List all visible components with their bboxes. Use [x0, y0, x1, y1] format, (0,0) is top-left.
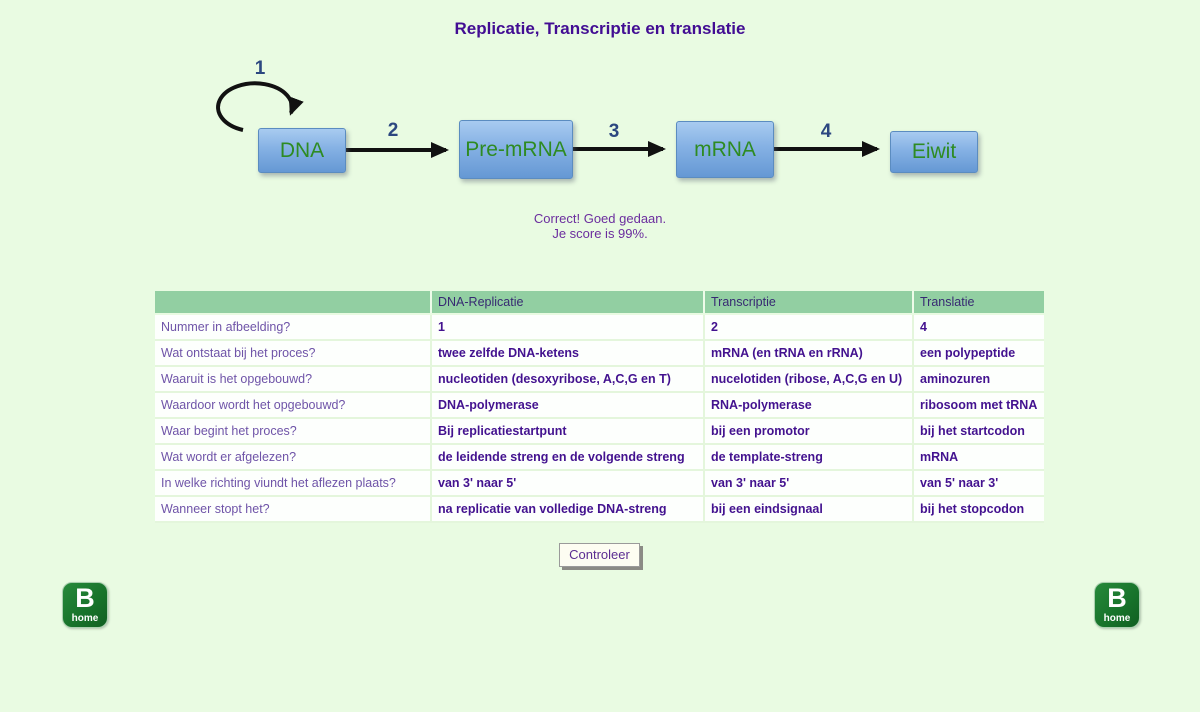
table-row: In welke richting viundt het aflezen pla…: [155, 470, 1044, 497]
question-cell: Wat wordt er afgelezen?: [155, 444, 431, 471]
question-cell: In welke richting viundt het aflezen pla…: [155, 470, 431, 497]
check-button[interactable]: Controleer: [559, 543, 640, 567]
header-translatie: Translatie: [912, 291, 1044, 315]
question-cell: Waaruit is het opgebouwd?: [155, 366, 431, 393]
answer-cell[interactable]: nucelotiden (ribose, A,C,G en U): [703, 366, 913, 393]
home-logo-letter: B: [75, 583, 95, 613]
home-logo-letter: B: [1107, 583, 1127, 613]
node-dna: DNA: [258, 128, 346, 173]
question-cell: Nummer in afbeelding?: [155, 314, 431, 341]
table-row: Waar begint het proces? Bij replicatiest…: [155, 418, 1044, 445]
answer-cell[interactable]: RNA-polymerase: [703, 392, 913, 419]
node-mrna: mRNA: [676, 121, 774, 178]
answer-cell[interactable]: mRNA: [912, 444, 1044, 471]
question-cell: Wat ontstaat bij het proces?: [155, 340, 431, 367]
home-logo-text: home: [71, 613, 99, 624]
answer-cell[interactable]: de template-streng: [703, 444, 913, 471]
answer-cell[interactable]: mRNA (en tRNA en rRNA): [703, 340, 913, 367]
node-mrna-label: mRNA: [694, 137, 756, 161]
header-empty: [155, 291, 431, 315]
answer-cell[interactable]: 2: [703, 314, 913, 341]
answer-cell[interactable]: van 5' naar 3': [912, 470, 1044, 497]
arrow-label-3: 3: [608, 121, 620, 142]
arrow-label-1: 1: [254, 58, 266, 79]
page-title: Replicatie, Transcriptie en translatie: [454, 19, 746, 38]
answer-cell[interactable]: bij het startcodon: [912, 418, 1044, 445]
table-row: Wanneer stopt het? na replicatie van vol…: [155, 496, 1044, 523]
node-pre-mrna-label: Pre-mRNA: [465, 137, 567, 161]
answer-cell[interactable]: na replicatie van volledige DNA-streng: [430, 496, 704, 523]
answer-cell[interactable]: bij een eindsignaal: [703, 496, 913, 523]
node-eiwit-label: Eiwit: [911, 140, 957, 163]
answer-cell[interactable]: van 3' naar 5': [430, 470, 704, 497]
question-cell: Waardoor wordt het opgebouwd?: [155, 392, 431, 419]
table-row: Wat ontstaat bij het proces? twee zelfde…: [155, 340, 1044, 367]
home-logo-right[interactable]: B home: [1094, 582, 1140, 628]
arrow-label-2: 2: [387, 120, 399, 141]
answer-cell[interactable]: aminozuren: [912, 366, 1044, 393]
answer-cell[interactable]: bij het stopcodon: [912, 496, 1044, 523]
answer-cell[interactable]: Bij replicatiestartpunt: [430, 418, 704, 445]
node-eiwit: Eiwit: [890, 131, 978, 173]
answer-cell[interactable]: van 3' naar 5': [703, 470, 913, 497]
answer-cell[interactable]: een polypeptide: [912, 340, 1044, 367]
header-replicatie: DNA-Replicatie: [430, 291, 704, 315]
home-logo-text: home: [1103, 613, 1131, 624]
table-header-row: DNA-Replicatie Transcriptie Translatie: [155, 291, 1044, 315]
self-loop-arrow: [216, 81, 304, 132]
answer-cell[interactable]: bij een promotor: [703, 418, 913, 445]
node-dna-label: DNA: [279, 138, 325, 162]
table-row: Wat wordt er afgelezen? de leidende stre…: [155, 444, 1044, 471]
feedback-line2: Je score is 99%.: [552, 226, 648, 241]
answer-cell[interactable]: 4: [912, 314, 1044, 341]
flow-arrows: [216, 81, 880, 158]
answer-cell[interactable]: 1: [430, 314, 704, 341]
table-row: Waardoor wordt het opgebouwd? DNA-polyme…: [155, 392, 1044, 419]
answer-cell[interactable]: nucleotiden (desoxyribose, A,C,G en T): [430, 366, 704, 393]
question-cell: Wanneer stopt het?: [155, 496, 431, 523]
answer-cell[interactable]: DNA-polymerase: [430, 392, 704, 419]
answer-cell[interactable]: ribosoom met tRNA: [912, 392, 1044, 419]
home-logo-left[interactable]: B home: [62, 582, 108, 628]
feedback-line1: Correct! Goed gedaan.: [533, 211, 667, 226]
score-feedback: Correct! Goed gedaan. Je score is 99%.: [0, 211, 1200, 241]
answer-cell[interactable]: de leidende streng en de volgende streng: [430, 444, 704, 471]
question-cell: Waar begint het proces?: [155, 418, 431, 445]
answer-cell[interactable]: twee zelfde DNA-ketens: [430, 340, 704, 367]
header-transcriptie: Transcriptie: [703, 291, 913, 315]
table-row: Waaruit is het opgebouwd? nucleotiden (d…: [155, 366, 1044, 393]
node-pre-mrna: Pre-mRNA: [459, 120, 573, 179]
arrow-label-4: 4: [820, 121, 832, 142]
table-row: Nummer in afbeelding? 1 2 4: [155, 314, 1044, 341]
quiz-table: DNA-Replicatie Transcriptie Translatie N…: [155, 291, 1044, 523]
